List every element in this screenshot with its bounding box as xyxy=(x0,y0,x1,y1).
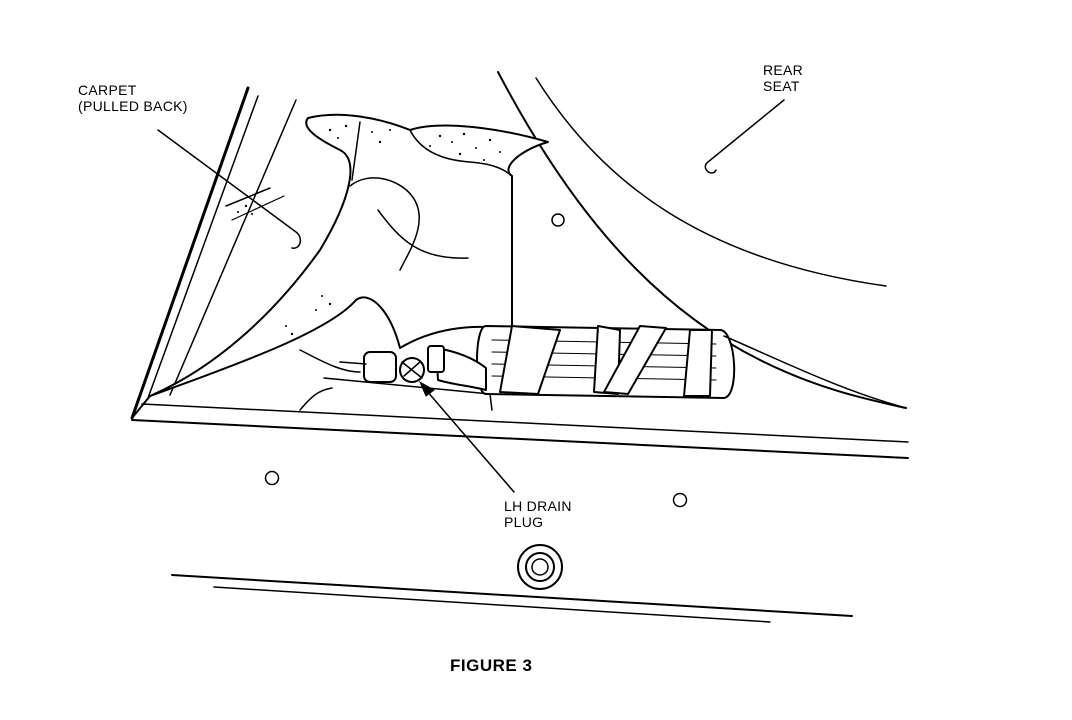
hole xyxy=(672,492,688,508)
drain-plug-grommet xyxy=(517,544,563,590)
rear-seat-leader-line xyxy=(704,99,785,174)
drain-leader-line xyxy=(425,389,515,493)
drain-arrowhead xyxy=(418,380,435,397)
rear-seat-label-line2: SEAT xyxy=(763,78,800,94)
door-pillar xyxy=(130,86,297,420)
floor-panel xyxy=(131,403,909,623)
carpet-label-line2: (PULLED BACK) xyxy=(78,98,188,114)
figure-caption: FIGURE 3 xyxy=(450,656,533,675)
drain-plug-label-line2: PLUG xyxy=(504,514,544,530)
carpet-label: CARPET (PULLED BACK) xyxy=(78,82,188,114)
carpet-label-line1: CARPET xyxy=(78,82,137,98)
drain-plug-label-line1: LH DRAIN xyxy=(504,498,572,514)
drain-plug-label: LH DRAIN PLUG xyxy=(504,498,572,530)
leader-lines xyxy=(157,99,785,493)
carpet-leader-line xyxy=(157,129,302,249)
rear-seat-label: REAR SEAT xyxy=(763,62,803,94)
wiring-harness xyxy=(323,325,907,411)
carpet xyxy=(149,113,549,411)
carpet-texture xyxy=(237,124,501,336)
hole xyxy=(551,213,565,227)
rear-seat-label-line1: REAR xyxy=(763,62,804,78)
hole xyxy=(264,470,280,486)
panel-holes xyxy=(264,213,688,508)
